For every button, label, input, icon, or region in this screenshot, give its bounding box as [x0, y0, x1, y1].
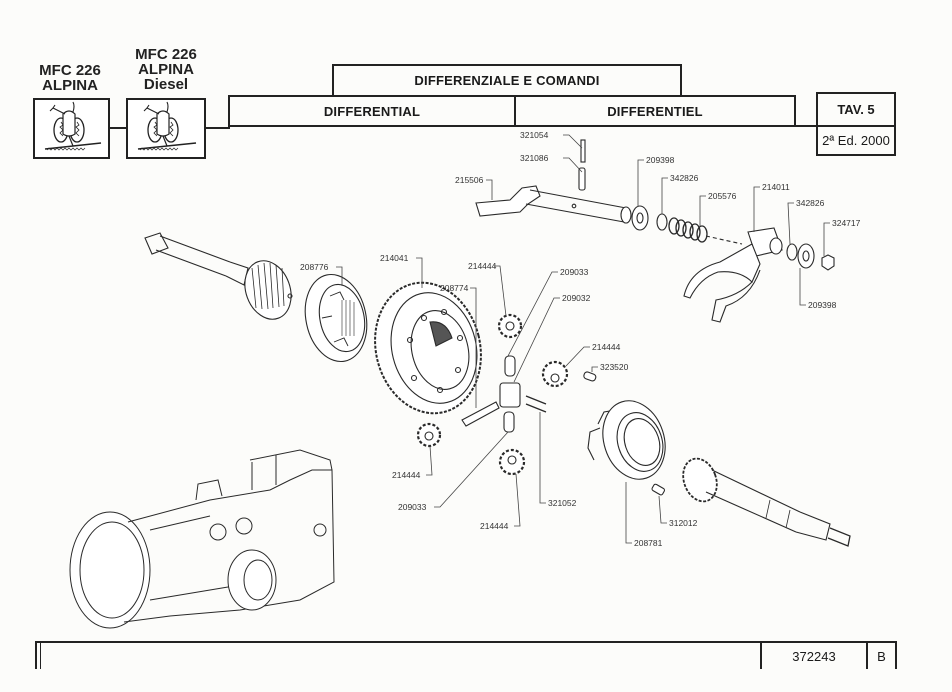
pinion-shaft-right [682, 457, 851, 547]
part-label: 214444 [480, 521, 509, 531]
tractor-icon [137, 101, 197, 151]
washer-209398-b [797, 243, 815, 269]
spring-205576 [668, 217, 708, 243]
model-2-title: MFC 226 ALPINA Diesel [126, 47, 206, 92]
part-label: 214444 [592, 342, 621, 352]
footer-divider [866, 641, 868, 669]
part-label: 342826 [796, 198, 825, 208]
footer-rule [35, 641, 897, 643]
pinion-gear-bottom [498, 448, 526, 476]
differential-case-208781 [587, 400, 666, 496]
part-label: 214444 [392, 470, 421, 480]
footer-revision: B [868, 643, 895, 669]
pin-209033-top [504, 355, 516, 377]
edition-text: 2ª Ed. 2000 [822, 133, 890, 148]
selector-lever-215506 [475, 185, 632, 224]
pinion-gear-top [497, 313, 523, 339]
part-label: 209033 [560, 267, 589, 277]
nut-324717 [821, 254, 835, 271]
part-label: 215506 [455, 175, 484, 185]
part-label: 208781 [634, 538, 663, 548]
part-label: 321086 [520, 153, 549, 163]
ring-gear-214041 [374, 281, 482, 415]
footer-border-left [35, 641, 37, 669]
part-label: 209032 [562, 293, 591, 303]
part-label: 209398 [646, 155, 675, 165]
title-english-text: DIFFERENTIAL [323, 103, 421, 119]
footer-code: 372243 [762, 643, 866, 669]
shaft-208774 [461, 401, 500, 427]
ring-342826 [656, 213, 668, 231]
pinion-shaft-left [144, 232, 293, 320]
pin-321086 [578, 167, 586, 191]
model-2-image [126, 98, 206, 159]
table-number: TAV. 5 [837, 102, 875, 117]
pin-209033-bottom [503, 411, 515, 433]
shift-fork-214011 [683, 227, 783, 323]
part-label: 205576 [708, 191, 737, 201]
part-label: 312012 [669, 518, 698, 528]
edition-box: 2ª Ed. 2000 [816, 125, 896, 156]
part-label: 209033 [398, 502, 427, 512]
part-label: 214011 [762, 182, 790, 192]
sleeve-208776 [304, 273, 368, 363]
part-label: 214041 [380, 253, 409, 263]
title-italian: DIFFERENZIALE E COMANDI [332, 64, 682, 97]
part-label: 209398 [808, 300, 837, 310]
model-2-line-3: Diesel [143, 76, 189, 93]
connector-line [206, 127, 230, 129]
part-label: 321054 [520, 130, 549, 140]
gearbox-housing [69, 449, 335, 629]
model-1-line-1: MFC 226 [39, 62, 101, 79]
pins-321052 [525, 395, 547, 413]
model-2-line-1: MFC 226 [135, 46, 197, 63]
part-label: 324717 [832, 218, 861, 228]
exploded-diagram: 321054 321086 215506 209398 342826 20557… [69, 130, 861, 629]
key-323520 [583, 371, 597, 382]
part-label: 342826 [670, 173, 699, 183]
bolt-312012 [651, 483, 666, 496]
title-french-text: DIFFERENTIEL [607, 103, 703, 119]
part-label: 214444 [468, 261, 497, 271]
pinion-gear-right [541, 360, 569, 388]
title-italian-text: DIFFERENZIALE E COMANDI [414, 73, 600, 88]
part-label: 208774 [440, 283, 469, 293]
part-label: 208776 [300, 262, 329, 272]
footer-divider [760, 641, 762, 669]
washer-209398 [631, 205, 649, 231]
model-2-line-2: ALPINA [138, 61, 194, 78]
ring-342826-b [786, 243, 798, 261]
model-1-image [33, 98, 110, 159]
part-label: 323520 [600, 362, 629, 372]
revision-letter: B [877, 648, 886, 664]
model-1-title: MFC 226 ALPINA [30, 63, 110, 93]
pin-321054 [580, 139, 586, 163]
header-rule [228, 125, 818, 127]
cross-block-209032 [499, 382, 521, 408]
part-label: 321052 [548, 498, 577, 508]
footer-border-right [895, 641, 897, 669]
pinion-gear-left [416, 422, 442, 448]
title-french: DIFFERENTIEL [514, 95, 796, 127]
model-1-line-2: ALPINA [42, 77, 98, 94]
drawing-code: 372243 [792, 648, 836, 664]
tractor-icon [44, 101, 102, 151]
connector-line [110, 127, 126, 129]
footer-border-left-inner [40, 643, 41, 669]
